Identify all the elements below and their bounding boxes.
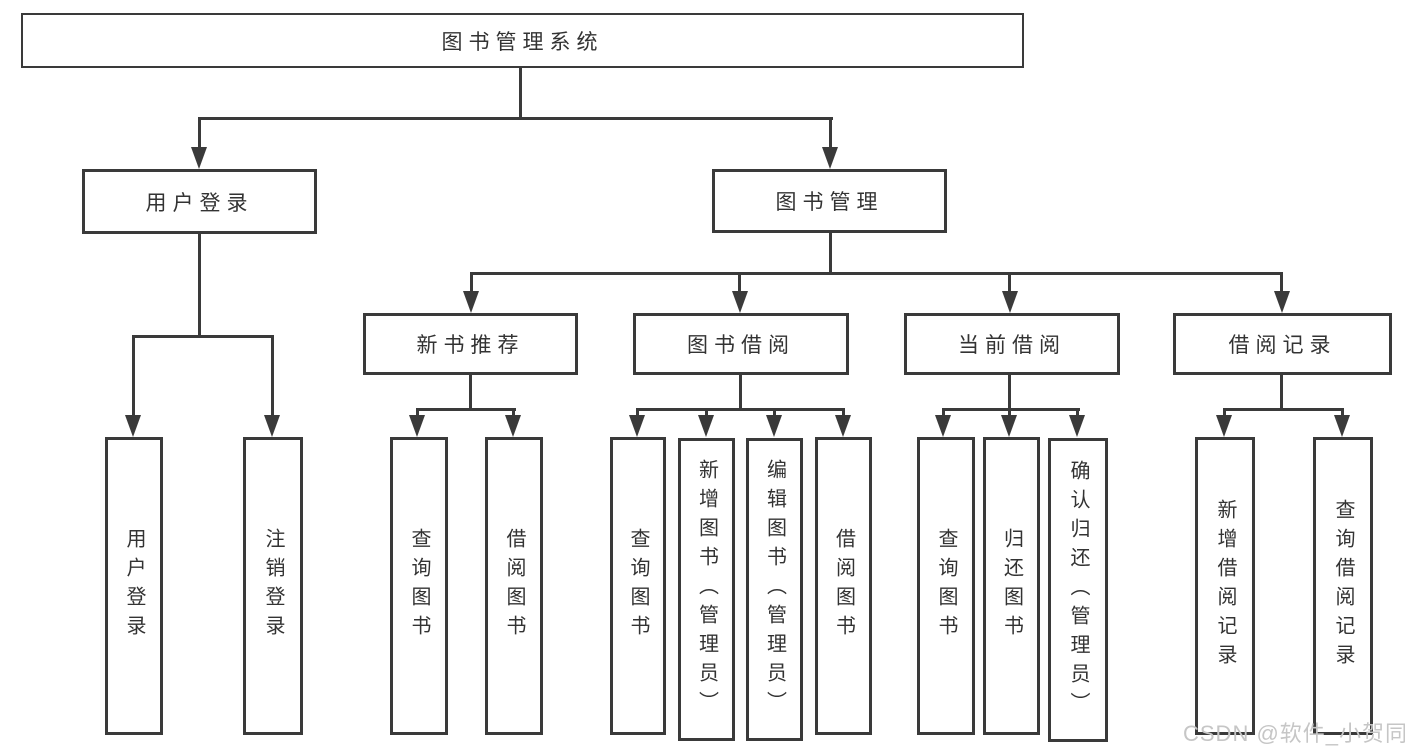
- connector-drop: [198, 119, 201, 150]
- connector-root-stem: [519, 67, 522, 118]
- connector-drop: [738, 274, 741, 293]
- node-label: 新书推荐: [416, 334, 525, 357]
- arrow-down-icon: [1002, 291, 1018, 313]
- connector-records-bar: [1223, 408, 1344, 411]
- arrow-down-icon: [505, 415, 521, 437]
- leaf-query-books-borrowing: 查询图书: [610, 437, 666, 735]
- leaf-add-borrow-record: 新增借阅记录: [1195, 437, 1255, 735]
- node-label: 用户登录: [123, 528, 145, 644]
- connector-borrowing-bar: [636, 408, 845, 411]
- connector-current-bar: [942, 408, 1080, 411]
- connector-drop: [470, 274, 473, 293]
- connector-drop: [512, 410, 515, 418]
- connector-mgmt-bar: [470, 272, 1283, 275]
- leaf-query-books-recommend: 查询图书: [390, 437, 448, 735]
- node-book-management: 图书管理: [712, 169, 947, 233]
- node-borrowing-records: 借阅记录: [1173, 313, 1392, 375]
- connector-drop: [1008, 410, 1011, 418]
- node-label: 查询图书: [627, 528, 649, 644]
- connector-recommend-bar: [416, 408, 516, 411]
- connector-drop: [1280, 274, 1283, 293]
- arrow-down-icon: [191, 147, 207, 169]
- connector-drop: [1223, 410, 1226, 418]
- leaf-borrow-books-recommend: 借阅图书: [485, 437, 543, 735]
- leaf-return-books: 归还图书: [983, 437, 1040, 735]
- node-label: 确认归还（管理员）: [1067, 459, 1089, 721]
- node-label: 借阅图书: [832, 528, 855, 644]
- connector-drop: [829, 119, 832, 150]
- node-label: 新增借阅记录: [1214, 499, 1236, 673]
- node-label: 当前借阅: [958, 334, 1066, 357]
- connector-drop: [132, 337, 135, 417]
- arrow-down-icon: [1216, 415, 1232, 437]
- connector-root-bar: [198, 117, 833, 120]
- leaf-query-borrow-record: 查询借阅记录: [1313, 437, 1373, 735]
- connector-recommend-stem: [469, 374, 472, 410]
- arrow-down-icon: [835, 415, 851, 437]
- node-label: 借阅记录: [1228, 334, 1337, 357]
- leaf-logout: 注销登录: [243, 437, 303, 735]
- node-label: 图书管理: [775, 191, 884, 214]
- node-label: 编辑图书（管理员）: [763, 459, 786, 720]
- leaf-edit-books-admin: 编辑图书（管理员）: [746, 438, 803, 741]
- arrow-down-icon: [264, 415, 280, 437]
- connector-drop: [1076, 410, 1079, 418]
- connector-drop: [705, 410, 708, 418]
- node-label: 查询图书: [408, 528, 430, 644]
- node-book-management-system: 图书管理系统: [21, 13, 1024, 68]
- connector-drop: [416, 410, 419, 418]
- connector-borrowing-stem: [739, 374, 742, 410]
- connector-drop: [773, 410, 776, 418]
- node-label: 查询借阅记录: [1332, 499, 1354, 673]
- node-label: 注销登录: [262, 528, 284, 644]
- arrow-down-icon: [1069, 415, 1085, 437]
- connector-drop: [942, 410, 945, 418]
- connector-drop: [636, 410, 639, 418]
- leaf-user-login: 用户登录: [105, 437, 163, 735]
- connector-login-stem: [198, 233, 201, 337]
- connector-mgmt-stem: [829, 232, 832, 274]
- leaf-borrow-books-borrowing: 借阅图书: [815, 437, 872, 735]
- connector-drop: [842, 410, 845, 418]
- arrow-down-icon: [822, 147, 838, 169]
- arrow-down-icon: [629, 415, 645, 437]
- node-label: 归还图书: [1000, 528, 1023, 644]
- node-label: 新增图书（管理员）: [695, 459, 718, 720]
- node-new-book-recommend: 新书推荐: [363, 313, 578, 375]
- arrow-down-icon: [1334, 415, 1350, 437]
- arrow-down-icon: [935, 415, 951, 437]
- arrow-down-icon: [732, 291, 748, 313]
- leaf-query-books-current: 查询图书: [917, 437, 975, 735]
- connector-current-stem: [1008, 374, 1011, 410]
- node-label: 查询图书: [935, 528, 957, 644]
- node-label: 用户登录: [145, 191, 254, 215]
- node-book-borrowing: 图书借阅: [633, 313, 849, 375]
- connector-drop: [1341, 410, 1344, 418]
- leaf-add-books-admin: 新增图书（管理员）: [678, 438, 735, 741]
- node-label: 图书借阅: [687, 334, 795, 357]
- arrow-down-icon: [125, 415, 141, 437]
- arrow-down-icon: [1001, 415, 1017, 437]
- arrow-down-icon: [463, 291, 479, 313]
- node-user-login: 用户登录: [82, 169, 317, 234]
- arrow-down-icon: [766, 415, 782, 437]
- connector-login-bar: [132, 335, 274, 338]
- connector-drop: [1008, 274, 1011, 293]
- connector-records-stem: [1280, 374, 1283, 410]
- arrow-down-icon: [1274, 291, 1290, 313]
- node-label: 借阅图书: [503, 528, 525, 644]
- node-label: 图书管理系统: [441, 30, 604, 54]
- arrow-down-icon: [698, 415, 714, 437]
- leaf-confirm-return-admin: 确认归还（管理员）: [1048, 438, 1108, 742]
- node-current-borrowing: 当前借阅: [904, 313, 1120, 375]
- csdn-watermark: CSDN @软件_小贺同学: [1183, 721, 1405, 746]
- arrow-down-icon: [409, 415, 425, 437]
- connector-drop: [271, 337, 274, 417]
